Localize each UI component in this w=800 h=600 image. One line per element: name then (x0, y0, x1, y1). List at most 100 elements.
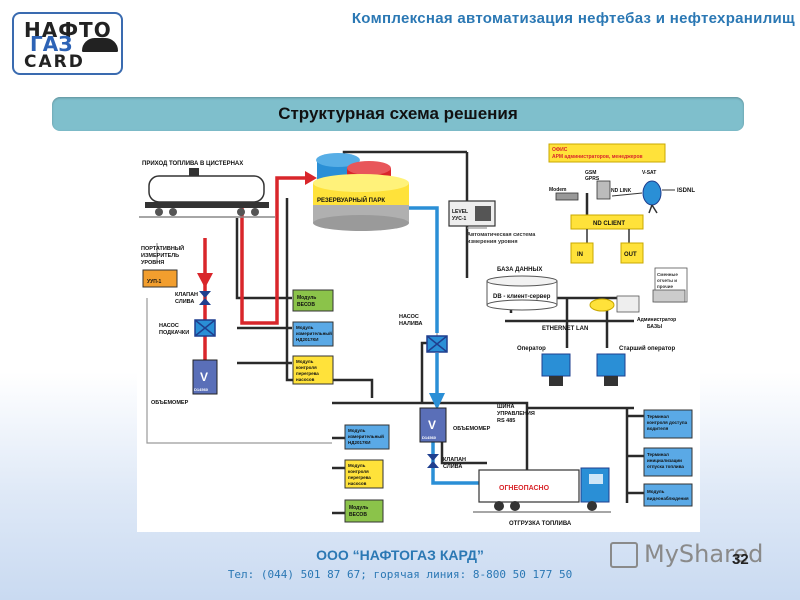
label-auto-1: Автоматическая система (467, 232, 536, 238)
label-bus-1: ШИНА (497, 404, 514, 410)
label-v-left: V (200, 370, 208, 384)
module-weights-top (292, 289, 334, 312)
label-db-inner: DB - клиент-сервер (493, 294, 551, 300)
label-term-access-2: контроля доступа (647, 420, 688, 425)
label-mod-meas2-1: Модуль (348, 428, 366, 433)
boost-pump-cross (194, 319, 216, 337)
module-measure-top (292, 321, 334, 347)
red-arrow-down (197, 273, 213, 288)
label-mod-meas-3: НД2017КИ (296, 337, 318, 342)
label-mod-ctrl-4: насосов (296, 377, 315, 382)
module-control-top (292, 355, 334, 385)
label-valve-drain-1: КЛАПАН (175, 292, 198, 298)
label-gsm-1: GSM (585, 170, 596, 176)
label-valve-drain-2: СЛИВА (175, 299, 194, 305)
label-admin-2: БАЗЫ (647, 324, 662, 330)
label-operator: Оператор (517, 346, 546, 352)
red-arrow-right (305, 171, 317, 185)
label-loading: ОТГРУЗКА ТОПЛИВА (509, 521, 572, 527)
label-volumemeter-left: ОБЪЕМОМЕР (151, 400, 189, 406)
label-mod-video-1: Модуль (647, 489, 665, 494)
label-portable-2: ИЗМЕРИТЕЛЬ (141, 253, 179, 259)
company-phone: Тел: (044) 501 87 67; горячая линия: 8-8… (227, 568, 573, 581)
label-senior: Старший оператор (619, 345, 675, 352)
portable-meter-device (142, 269, 178, 288)
modem-icon (555, 192, 579, 201)
nd-client-links (586, 229, 630, 243)
label-gsm-2: GPRS (585, 176, 600, 182)
label-mod-ctrl2-4: насосов (348, 481, 367, 486)
label-volumemeter-right: ОБЪЕМОМЕР (453, 426, 491, 432)
label-mod-meas2-3: НД2017КИ (348, 440, 370, 445)
label-mod-weights2-1: Модуль (349, 505, 368, 511)
page-number: 32 (732, 551, 749, 568)
senior-operator-terminal (596, 353, 626, 386)
label-mod-ctrl2-3: перегрева (348, 475, 371, 480)
label-reports-3: прочие (657, 284, 673, 289)
logo-line-3: CARD (24, 52, 85, 72)
fill-pump-cross (426, 335, 448, 353)
nd-client-box (570, 214, 644, 230)
printer-icon (652, 289, 686, 303)
vsat-stand (648, 204, 658, 214)
volumemeter-right (419, 407, 447, 443)
label-bus-3: RS 485 (497, 418, 515, 424)
comm-links (611, 189, 675, 197)
label-mod-ctrl-2: контроля (296, 365, 317, 370)
module-weights-bottom (344, 499, 384, 523)
label-auto-2: измерения уровня (467, 239, 518, 245)
label-isdnl: ISDNL (677, 188, 695, 194)
label-portable-3: УРОВНЯ (141, 260, 164, 266)
label-mod-weights2-2: ВЕСОВ (349, 512, 367, 518)
structure-diagram: ПРИХОД ТОПЛИВА В ЦИСТЕРНАХ РЕЗЕРВУАРНЫЙ … (137, 138, 700, 532)
logo-car-icon (82, 38, 118, 52)
label-v-code-right: D14560 (422, 435, 437, 440)
label-mod-video-2: видеонаблюдения (647, 495, 689, 501)
module-video (643, 483, 693, 507)
label-reservoir: РЕЗЕРВУАРНЫЙ ПАРК (317, 196, 385, 204)
red-pipe (203, 176, 309, 383)
gsm-tower-icon (596, 180, 611, 200)
terminal-access (643, 409, 693, 439)
database-cylinder (486, 275, 558, 311)
out-box (620, 242, 644, 264)
label-term-access-1: Терминал (647, 414, 669, 419)
company-logo: НАФТО ГАЗ CARD (12, 12, 123, 75)
label-portable-1: ПОРТАТИВНЫЙ (141, 244, 184, 252)
drain-valve2-icon (427, 454, 439, 468)
label-pump-boost-1: НАСОС (159, 323, 179, 329)
label-out: OUT (624, 252, 637, 258)
terminal-init (643, 447, 693, 477)
in-box (570, 242, 594, 264)
label-truck: ОГНЕОПАСНО (499, 485, 550, 492)
drain-valve-icon (199, 291, 211, 305)
admin-workstation (589, 295, 640, 313)
label-mod-meas2-2: измерительный (348, 433, 384, 439)
module-control-bottom (344, 459, 384, 489)
label-reports-2: отчеты и (657, 278, 677, 283)
label-reports-1: Сменные (657, 272, 678, 277)
level-gauge (448, 200, 496, 227)
label-admin-1: Администратор (637, 317, 676, 323)
label-office-2: АРМ администраторов, менеджеров (552, 154, 643, 160)
label-office-1: ОФИС (552, 147, 568, 153)
label-v-code-left: D14560 (194, 387, 209, 392)
watermark: MyShared (608, 538, 768, 574)
label-valve-drain2-1: КЛАПАН (443, 457, 466, 463)
label-in: IN (577, 252, 583, 258)
module-measure-bottom (344, 424, 390, 450)
label-pump-fill-1: НАСОС (399, 314, 419, 320)
company-name: ООО “НАФТОГАЗ КАРД” (316, 547, 484, 563)
fuel-truck (473, 467, 611, 513)
label-mod-weights-1: Модуль (297, 295, 316, 301)
label-level-1: LEVEL (452, 209, 468, 215)
banner-title: Структурная схема решения (278, 104, 518, 123)
label-mod-ctrl2-1: Модуль (348, 463, 366, 468)
reservoir-tanks (313, 153, 409, 231)
label-term-init-1: Терминал (647, 452, 669, 457)
label-mod-ctrl-3: перегрева (296, 371, 319, 376)
label-mod-ctrl-1: Модуль (296, 359, 314, 364)
logo-line-2: ГАЗ (30, 32, 73, 56)
label-mod-ctrl2-2: контроля (348, 469, 369, 474)
label-modem: Modem (549, 187, 567, 193)
